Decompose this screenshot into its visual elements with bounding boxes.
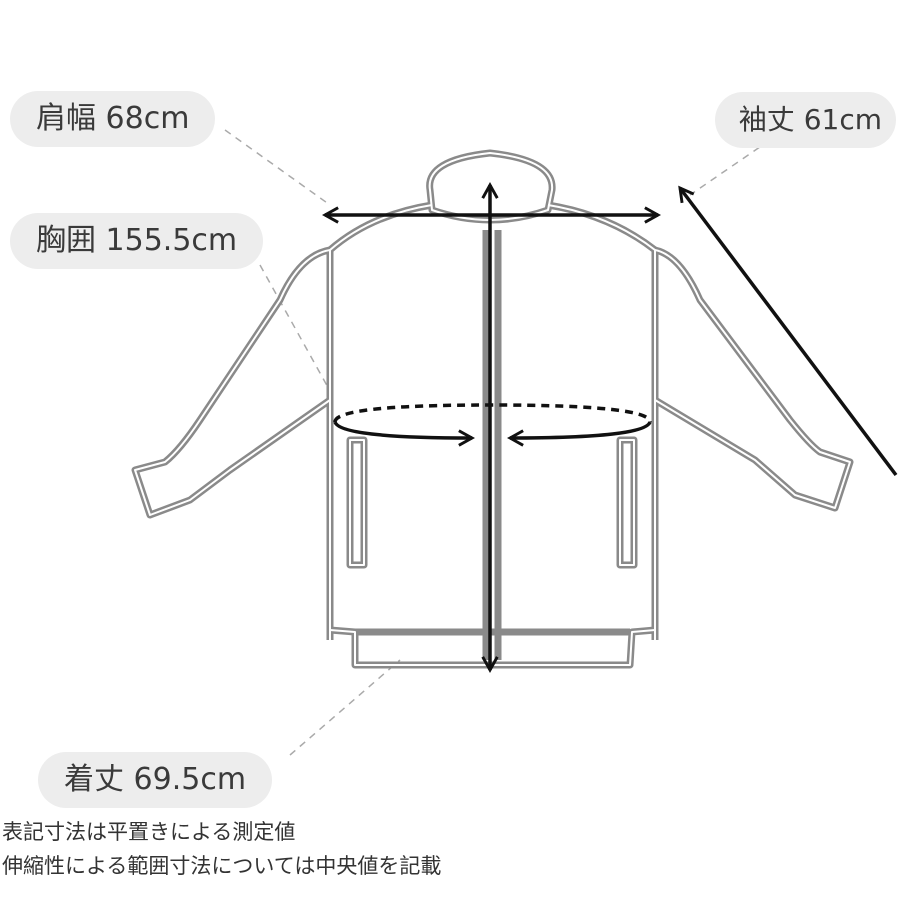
sleeve-length-label: 袖丈 61cm [714, 92, 896, 148]
sleeve-arrow [680, 188, 898, 477]
chest-arrow-right [510, 421, 652, 438]
body-length-label: 着丈 69.5cm [38, 752, 273, 808]
leader-lines [224, 129, 771, 756]
note-line-1: 表記寸法は平置きによる測定値 [2, 820, 296, 844]
chest-label: 胸囲 155.5cm [10, 213, 264, 269]
chest-arrow-left [333, 421, 472, 438]
shoulder-width-label: 肩幅 68cm [10, 91, 216, 147]
chest-ellipse-back [333, 403, 652, 423]
measure-arrows [325, 185, 898, 670]
note-line-2: 伸縮性による範囲寸法については中央値を記載 [2, 854, 442, 878]
